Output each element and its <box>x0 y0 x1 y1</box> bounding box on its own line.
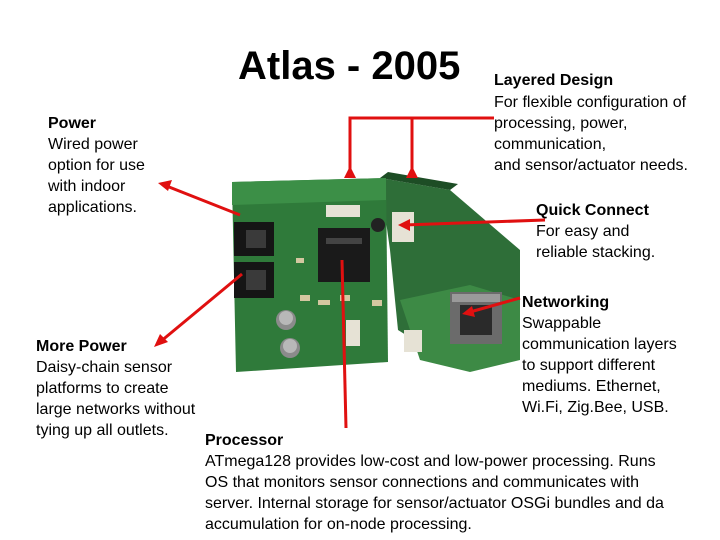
processor-line: OS that monitors sensor connections and … <box>205 474 639 491</box>
layered-line: For flexible configuration of <box>494 94 687 111</box>
capacitor-3 <box>371 218 385 232</box>
processor-line: accumulation for on-node processing. <box>205 516 472 533</box>
morepower-arrow <box>159 272 243 344</box>
slide-title: Atlas - 2005 <box>238 44 461 88</box>
power-line: applications. <box>48 199 137 216</box>
quick-line: For easy and <box>536 223 630 240</box>
morepower-line: platforms to create <box>36 380 169 397</box>
power-jack-bottom-inner <box>246 270 266 290</box>
networking-line: communication layers <box>522 336 677 353</box>
quick-line: reliable stacking. <box>536 244 656 261</box>
processor-chip-mark <box>326 238 362 244</box>
networking-arrow <box>469 296 521 314</box>
quick-arrow <box>403 218 546 227</box>
capacitor-1-top <box>279 311 293 325</box>
networking-arrowhead <box>462 306 475 317</box>
morepower-line: large networks without <box>36 401 196 418</box>
white-header-4 <box>346 320 360 346</box>
layered-line: processing, power, <box>494 115 628 132</box>
layered-bracket <box>348 116 494 172</box>
power-arrowhead <box>158 180 172 191</box>
processor-caption: Processor ATmega128 provides low-cost an… <box>205 430 720 535</box>
component-3 <box>340 295 350 301</box>
networking-line: mediums. Ethernet, <box>522 378 661 395</box>
networking-caption: Networking Swappable communication layer… <box>522 292 712 418</box>
layered-line: communication, <box>494 136 607 153</box>
networking-line: Wi.Fi, Zig.Bee, USB. <box>522 399 669 416</box>
layered-design-caption: Layered Design For flexible configuratio… <box>494 70 720 176</box>
component-2 <box>318 300 330 305</box>
networking-line: to support different <box>522 357 656 374</box>
quick-heading: Quick Connect <box>536 202 649 219</box>
component-4 <box>296 258 304 263</box>
morepower-arrowhead <box>154 334 168 347</box>
white-header-1 <box>326 205 360 217</box>
white-header-3 <box>404 330 422 352</box>
power-caption: Power Wired power option for use with in… <box>48 113 198 218</box>
processor-arrow <box>340 259 348 429</box>
layered-line: and sensor/actuator needs. <box>494 157 688 174</box>
component-5 <box>372 300 382 306</box>
power-line: option for use <box>48 157 145 174</box>
power-line: Wired power <box>48 136 138 153</box>
main-board-shade <box>232 178 386 205</box>
quick-connect-caption: Quick Connect For easy and reliable stac… <box>536 200 716 263</box>
ethernet-jack-highlight <box>452 294 500 302</box>
morepower-line: tying up all outlets. <box>36 422 169 439</box>
processor-chip <box>318 228 370 282</box>
power-jack-top-inner <box>246 230 266 248</box>
morepower-heading: More Power <box>36 338 127 355</box>
processor-heading: Processor <box>205 432 284 449</box>
layered-heading: Layered Design <box>494 72 614 89</box>
layered-arrowhead-1 <box>344 166 356 178</box>
processor-line: server. Internal storage for sensor/actu… <box>205 495 664 512</box>
processor-line: ATmega128 provides low-cost and low-powe… <box>205 453 656 470</box>
arrowheads <box>154 166 475 347</box>
power-line: with indoor <box>48 178 126 195</box>
layered-arrowhead-2 <box>406 166 418 178</box>
power-arrow <box>163 183 241 217</box>
networking-line: Swappable <box>522 315 602 332</box>
networking-heading: Networking <box>522 294 610 311</box>
component-1 <box>300 295 310 301</box>
more-power-caption: More Power Daisy-chain sensor platforms … <box>36 336 236 441</box>
back-board-edge <box>380 172 458 190</box>
power-heading: Power <box>48 115 97 132</box>
arrows <box>159 116 546 429</box>
morepower-line: Daisy-chain sensor <box>36 359 173 376</box>
capacitor-2-top <box>283 339 297 353</box>
quick-arrowhead <box>398 219 410 231</box>
